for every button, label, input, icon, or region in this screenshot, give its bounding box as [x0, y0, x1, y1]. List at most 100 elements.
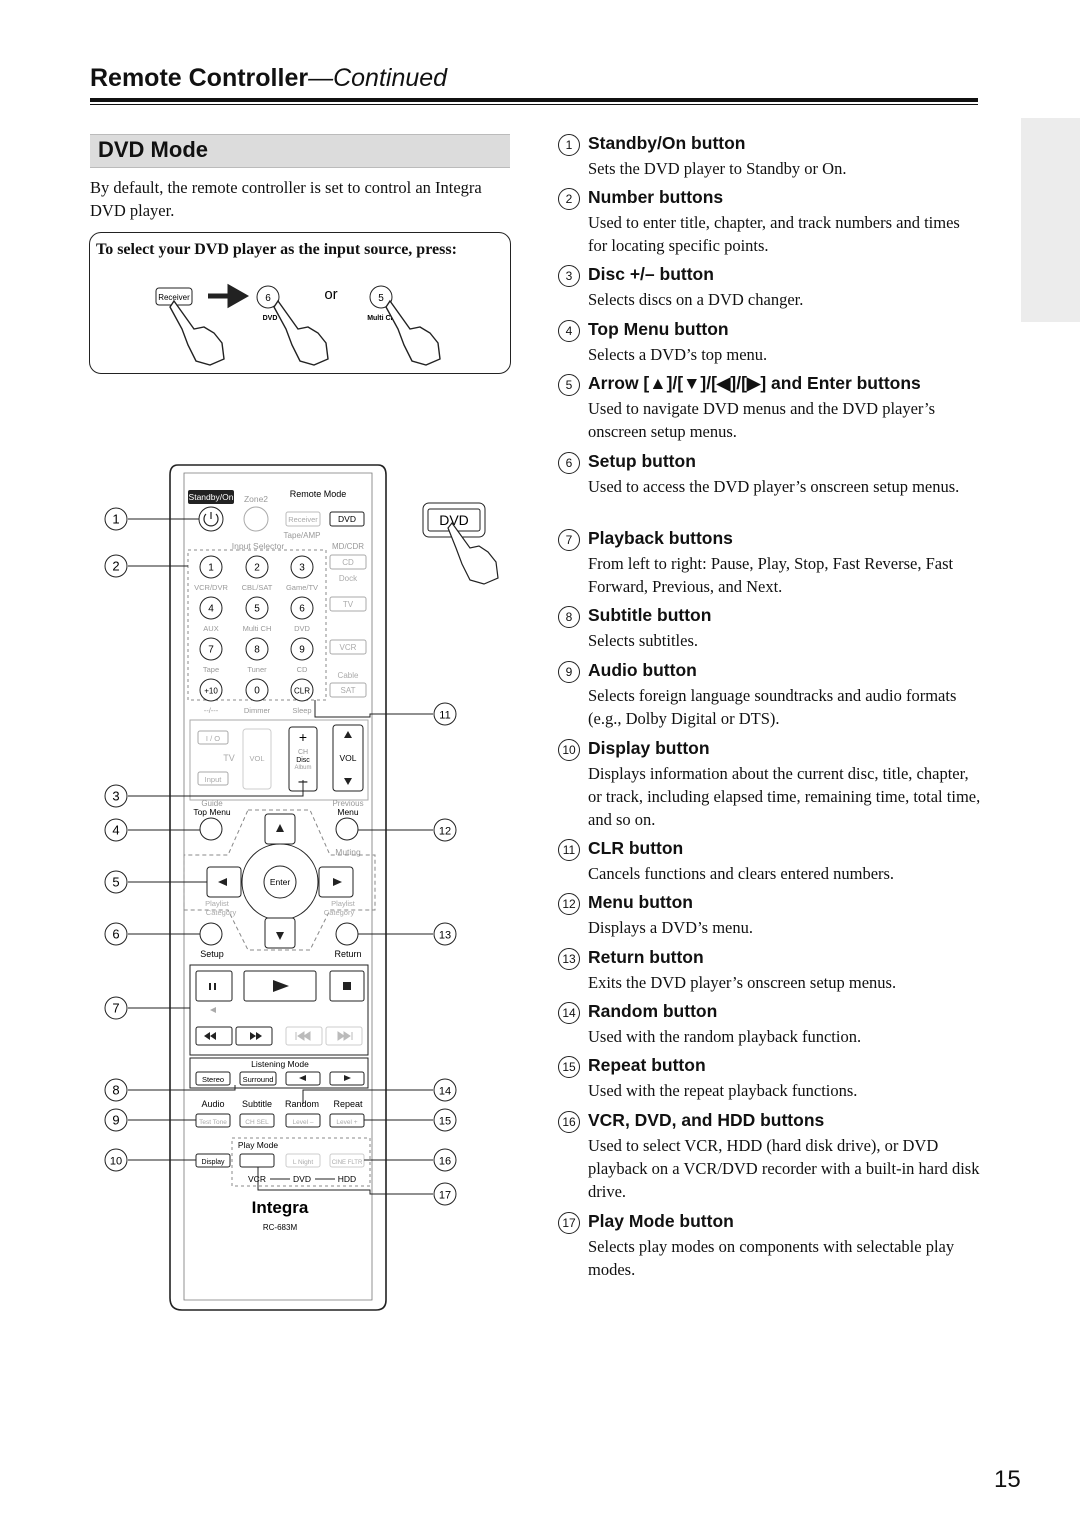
receiver-mode-button[interactable]: [285, 511, 321, 527]
volume-rocker[interactable]: [332, 724, 364, 792]
callout-number-circle: [433, 702, 457, 726]
tv-source-button[interactable]: [329, 596, 367, 612]
pause-icon: [209, 983, 216, 990]
tv-power-label: I / Ο: [206, 734, 220, 743]
remote-mode-label: Remote Mode: [290, 489, 347, 499]
number-key-label: 3: [299, 563, 305, 574]
tv-volume-rocker[interactable]: [242, 728, 272, 790]
input-selector-label: Input Selector: [232, 541, 285, 551]
key-6-sublabel: DVD: [263, 315, 278, 322]
item-title: Display button: [588, 738, 710, 758]
tv-input-button[interactable]: [197, 771, 229, 786]
model-number: RC-683M: [263, 1223, 298, 1232]
tv-power-button[interactable]: [197, 730, 229, 745]
number-key[interactable]: [199, 596, 223, 620]
item-title: Return button: [588, 947, 704, 967]
number-key[interactable]: [290, 596, 314, 620]
callout-number: 5: [112, 875, 119, 890]
vcr-source-button[interactable]: [329, 639, 367, 655]
menu-button[interactable]: [335, 817, 359, 841]
sat-source-button[interactable]: [329, 682, 367, 698]
enter-button[interactable]: [263, 865, 297, 899]
play-mode-button[interactable]: [239, 1153, 275, 1168]
callout-number-circle: [104, 1078, 128, 1102]
item-title: Setup button: [588, 451, 696, 471]
surround-button[interactable]: [239, 1071, 277, 1086]
stereo-button[interactable]: [195, 1071, 231, 1086]
callout-number-circle: [104, 784, 128, 808]
top-menu-button[interactable]: [199, 817, 223, 841]
zone2-button[interactable]: [243, 506, 269, 532]
item-title: Audio button: [588, 660, 697, 680]
sat-source-label: SAT: [341, 686, 356, 695]
callout-illustration: Receiver 6 DVD or 5 Multi Ch: [155, 283, 441, 366]
number-key[interactable]: [245, 678, 269, 702]
l-night-button[interactable]: [285, 1153, 321, 1168]
callout-number: 12: [439, 826, 451, 838]
dvd-label: DVD: [293, 1174, 311, 1184]
item-number: 6: [558, 452, 580, 474]
dvd-callout-label: DVD: [439, 512, 469, 528]
number-key[interactable]: [245, 637, 269, 661]
callout-number: 6: [112, 927, 119, 942]
return-button[interactable]: [335, 922, 359, 946]
plus-icon: +: [299, 729, 307, 745]
item-title: Random button: [588, 1001, 718, 1021]
number-key[interactable]: [199, 555, 223, 579]
arrow-right-icon: [208, 283, 250, 309]
callout-number-circle: [104, 554, 128, 578]
remote-control-illustration: Standby/On Zone2 Remote Mode Receiver DV…: [104, 464, 499, 1311]
number-key[interactable]: [290, 555, 314, 579]
number-key-label: 5: [254, 604, 260, 615]
receiver-key-label: Receiver: [158, 293, 190, 302]
vol-label: VOL: [339, 753, 356, 763]
dvd-mode-label: DVD: [338, 514, 356, 524]
callout-leader-lines: [128, 518, 433, 1195]
brand-logo: Integra: [252, 1198, 309, 1217]
play-icon: [273, 980, 289, 992]
dvd-mode-button[interactable]: [329, 511, 365, 527]
number-key[interactable]: [245, 596, 269, 620]
callout-number-circle: [433, 1078, 457, 1102]
cd-source-button[interactable]: [329, 554, 367, 570]
item-number: 16: [558, 1111, 580, 1133]
callout-number-circle: [433, 818, 457, 842]
ch-sel-label: CH SEL: [245, 1119, 269, 1126]
subtitle-label: Subtitle: [242, 1099, 272, 1109]
number-key-sublabel: Tuner: [247, 665, 267, 674]
item-description: Used with the random playback function.: [588, 1027, 862, 1046]
item-description: Selects play modes on components with se…: [588, 1237, 955, 1279]
random-button[interactable]: [285, 1113, 321, 1128]
disc-label: Disc: [296, 757, 310, 764]
callout-number: 4: [112, 823, 119, 838]
number-key[interactable]: [199, 678, 223, 702]
item-description: Displays information about the current d…: [588, 764, 981, 829]
random-label: Random: [285, 1099, 319, 1109]
callout-number: 1: [112, 512, 119, 527]
item-number: 13: [558, 948, 580, 970]
item-title: Standby/On button: [588, 133, 746, 153]
top-menu-label: Top Menu: [193, 807, 231, 817]
item-title: Arrow [▲]/[▼]/[◀]/[▶] and Enter buttons: [588, 373, 921, 393]
subtitle-button[interactable]: [239, 1113, 275, 1128]
number-key[interactable]: [245, 555, 269, 579]
callout-number: 3: [112, 789, 119, 804]
setup-button[interactable]: [199, 922, 223, 946]
number-key[interactable]: [290, 637, 314, 661]
item-description: Selects foreign language soundtracks and…: [588, 686, 957, 728]
number-key-label: 2: [254, 563, 260, 574]
play-mode-group: [231, 1137, 371, 1187]
category-left-label: Category: [206, 908, 237, 917]
number-key[interactable]: [290, 678, 314, 702]
number-key[interactable]: [199, 637, 223, 661]
number-key-label: 8: [254, 645, 260, 656]
item-number: 12: [558, 893, 580, 915]
cable-label: Cable: [338, 671, 359, 680]
item-description: Used to enter title, chapter, and track …: [588, 213, 960, 255]
fast-reverse-icon: [204, 1032, 216, 1040]
number-key-sublabel: CBL/SAT: [242, 583, 273, 592]
return-label: Return: [334, 949, 361, 959]
item-title: Disc +/– button: [588, 264, 714, 284]
listening-mode-label: Listening Mode: [251, 1059, 309, 1069]
